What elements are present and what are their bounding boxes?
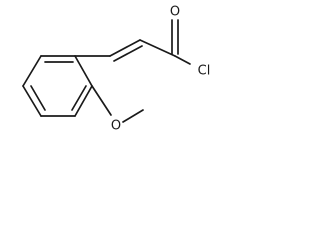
vinyl-to-carbonyl-bond [139,39,176,57]
methoxy-group [91,85,144,123]
ring-bond-5 [74,85,93,117]
ring-bond-3 [22,85,42,117]
ether-oxygen-to-methyl-bond [122,109,144,123]
ring-inner-double-bond-2 [30,85,46,111]
carbonyl-oxygen-label: O [170,5,180,20]
carbonyl-to-chlorine-bond [174,55,191,65]
chemical-structure: O Cl O [22,5,211,134]
ring-to-ether-oxygen-bond [91,85,112,116]
ring-inner-double-bond-3 [71,85,87,111]
benzene-ring [22,55,93,117]
ring-bond-6 [74,55,93,87]
propenoyl-chain [74,19,191,65]
ether-oxygen-label: O [111,119,121,134]
vinyl-double-bond-inner [113,45,143,62]
vinyl-double-bond-outer [109,39,141,57]
ring-bond-2 [22,55,42,87]
chlorine-label: Cl [198,64,211,79]
